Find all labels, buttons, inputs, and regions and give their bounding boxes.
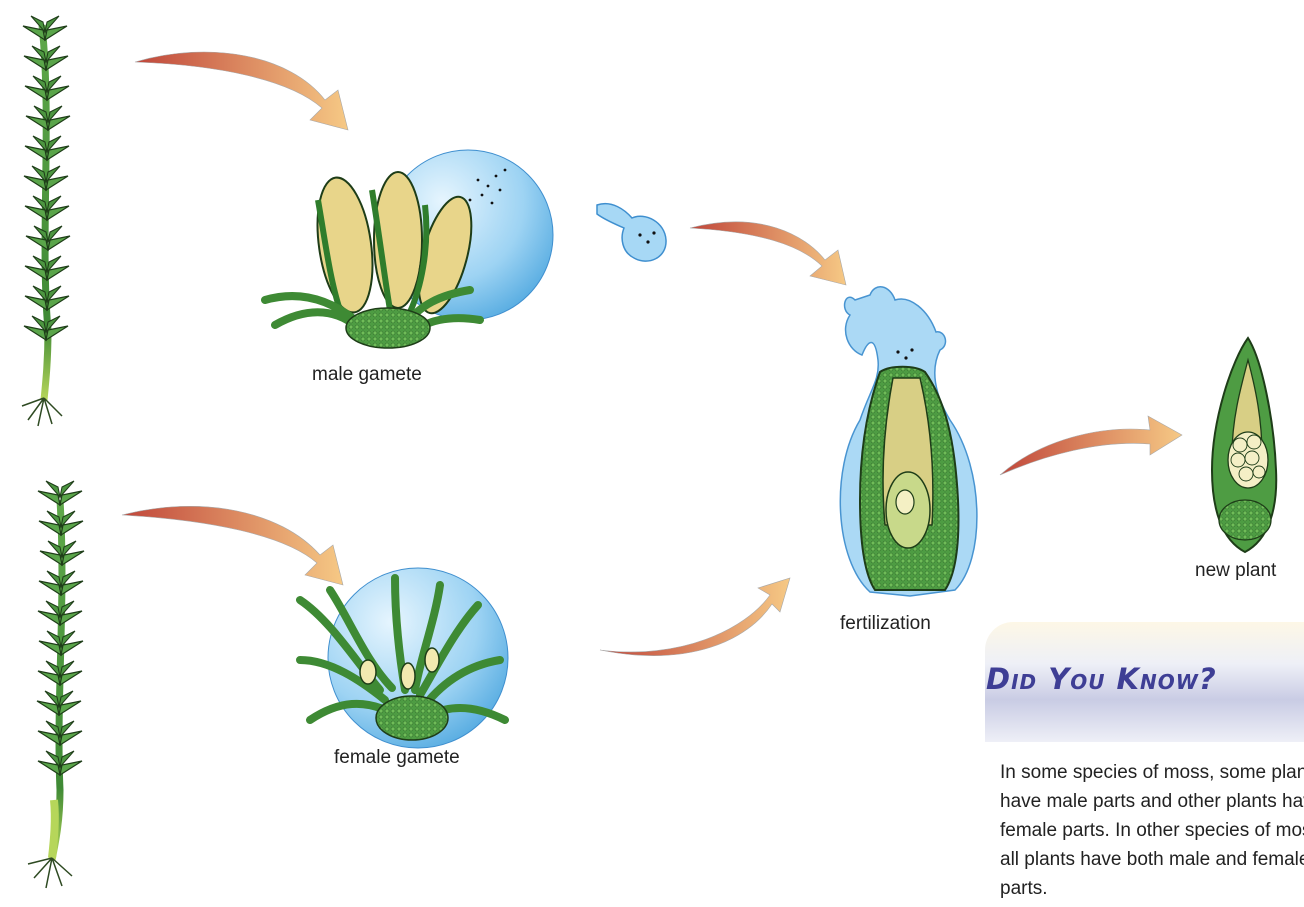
arrow-to-female — [122, 506, 343, 585]
fertilization-illustration — [840, 287, 977, 596]
male-gamete-label: male gamete — [312, 364, 422, 386]
arrow-to-fertilization-from-male — [690, 222, 846, 285]
did-you-know-body: In some species of moss, some plants hav… — [1000, 758, 1304, 903]
moss-plant-top-illustration — [22, 16, 70, 426]
female-gamete-illustration — [300, 568, 508, 748]
new-plant-label: new plant — [1195, 560, 1276, 582]
new-plant-illustration — [1212, 338, 1276, 552]
water-droplet-illustration — [597, 204, 666, 261]
female-gamete-label: female gamete — [334, 747, 460, 769]
arrow-to-new-plant — [1000, 416, 1182, 475]
moss-plant-bottom-illustration — [28, 481, 84, 888]
male-gamete-illustration — [265, 150, 553, 348]
arrow-to-fertilization-from-female — [600, 578, 790, 656]
did-you-know-title: Did You Know? — [986, 662, 1217, 696]
arrow-to-male — [135, 52, 348, 130]
fertilization-label: fertilization — [840, 613, 931, 635]
